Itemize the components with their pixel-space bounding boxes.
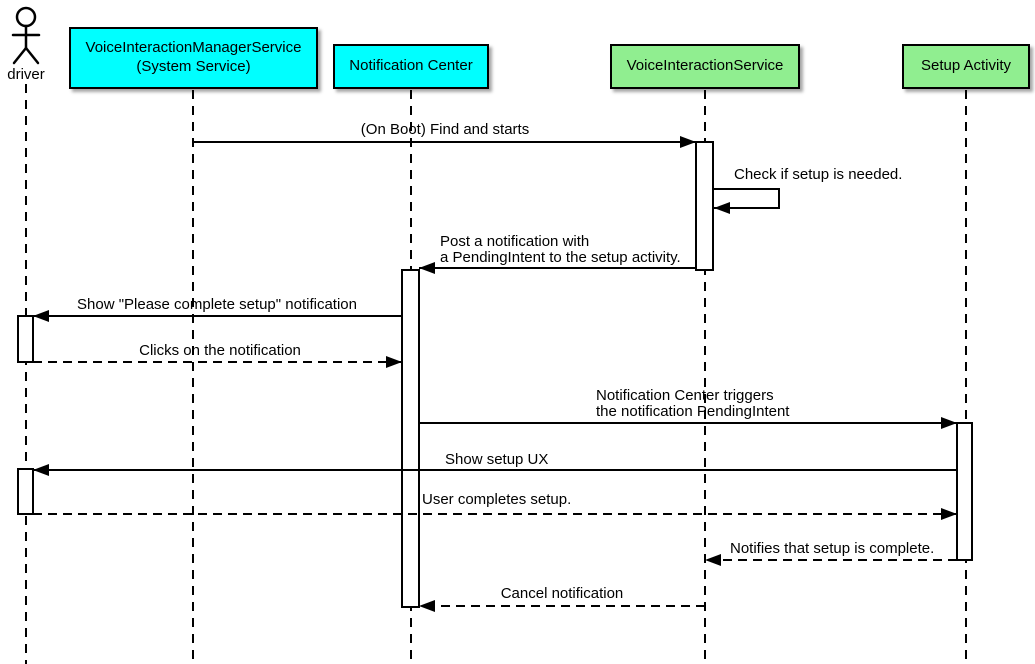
activation-bar-notification-center [401,269,420,608]
actor-driver-label: driver [7,66,45,83]
participant-voiceinteractionservice-box: VoiceInteractionService [610,44,800,89]
message-label-user-completes-setup: User completes setup. [422,491,572,508]
activation-bar-voiceinteractionservice [695,141,714,271]
message-label-notifies-setup-complete: Notifies that setup is complete. [730,540,935,557]
message-label-post-a-notification: Post a notification with a PendingIntent… [440,233,681,266]
activation-bar-driver-2 [17,468,34,515]
message-label-clicks-on-the-notification: Clicks on the notification [139,342,301,359]
message-label-on-boot-find-and-starts: (On Boot) Find and starts [360,121,530,138]
participant-setup-activity-box: Setup Activity [902,44,1030,89]
participant-notification-center-box: Notification Center [333,44,489,89]
message-label-cancel-notification: Cancel notification [500,585,624,602]
participant-voiceinteractionmanagerservice-box: VoiceInteractionManagerService (System S… [69,27,318,89]
arrow-check-if-setup-is-needed [713,188,780,214]
message-label-notification-center-triggers: Notification Center triggers the notific… [596,387,790,420]
message-label-check-if-setup-is-needed: Check if setup is needed. [734,166,903,183]
message-label-show-setup-ux: Show setup UX [445,451,549,468]
message-label-show-please-complete-setup: Show "Please complete setup" notificatio… [77,296,357,313]
activation-bar-setup-activity [956,422,973,561]
actor-driver-icon [11,6,41,65]
activation-bar-driver-1 [17,315,34,363]
